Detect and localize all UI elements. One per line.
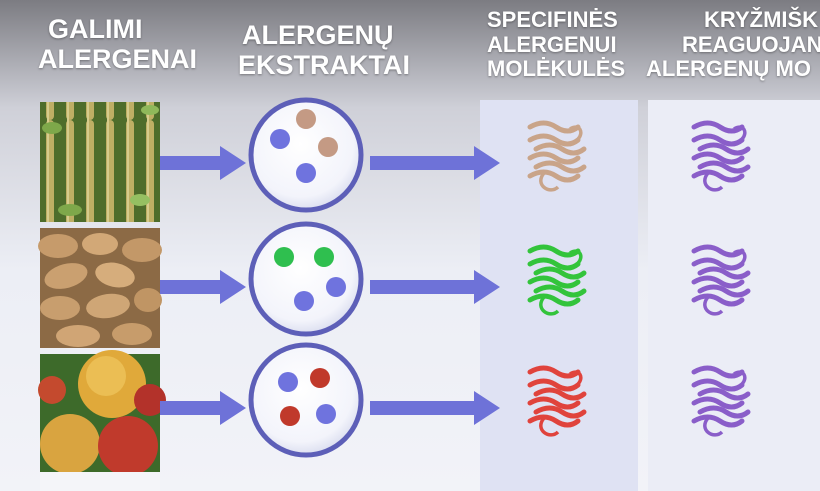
- header-specific-molecules: SPECIFINĖS ALERGENUI MOLĖKULĖS: [487, 7, 626, 82]
- allergen-molecule-dot: [294, 291, 314, 311]
- allergen-molecule-dot: [296, 163, 316, 183]
- cross-reactive-band: [648, 100, 820, 491]
- allergen-molecule-dot: [318, 137, 338, 157]
- header-line: ALERGENŲ: [242, 20, 394, 50]
- birch-catkins-image: [40, 102, 160, 222]
- allergen-molecule-dot: [280, 406, 300, 426]
- cross-reactive-protein-molecule: [694, 247, 748, 314]
- allergen-molecule-dot: [270, 129, 290, 149]
- header-line: GALIMI: [48, 14, 143, 44]
- allergen-molecule-dot: [296, 109, 316, 129]
- specific-protein-molecule: [530, 247, 584, 314]
- specific-protein-molecule: [530, 368, 584, 435]
- source-to-extract-arrow: [160, 270, 246, 304]
- header-line: ALERGENUI: [487, 31, 617, 57]
- allergen-molecule-dot: [274, 247, 294, 267]
- header-line: ALERGENŲ MO: [646, 56, 811, 82]
- source-to-extract-arrow: [160, 391, 246, 425]
- header-possible-allergens: GALIMI ALERGENAI: [38, 14, 197, 74]
- header-allergen-extracts: ALERGENŲ EKSTRAKTAI: [238, 20, 410, 80]
- apples-image: [38, 350, 166, 476]
- header-line: KRYŽMIŠK: [704, 7, 819, 32]
- allergen-molecule-dot: [326, 277, 346, 297]
- extract-to-molecule-arrow: [370, 146, 500, 180]
- header-line: MOLĖKULĖS: [487, 56, 626, 82]
- extract-circle: [248, 97, 364, 213]
- header-line: SPECIFINĖS: [487, 7, 618, 32]
- extract-circle: [248, 342, 364, 458]
- allergen-molecule-dot: [278, 372, 298, 392]
- header-line: EKSTRAKTAI: [238, 50, 410, 81]
- source-to-extract-arrow: [160, 146, 246, 180]
- header-line: ALERGENAI: [38, 44, 198, 75]
- specific-protein-molecule: [530, 123, 584, 190]
- cross-reactive-protein-molecule: [694, 368, 748, 435]
- header-line: REAGUOJAN: [682, 31, 820, 57]
- allergen-molecule-dot: [316, 404, 336, 424]
- extract-to-molecule-arrow: [370, 391, 500, 425]
- header-cross-reactive: KRYŽMIŠK REAGUOJAN ALERGENŲ MO: [646, 7, 820, 82]
- specific-molecules-band: [480, 100, 638, 491]
- allergen-molecule-dot: [310, 368, 330, 388]
- allergen-molecule-dot: [314, 247, 334, 267]
- extract-to-molecule-arrow: [370, 270, 500, 304]
- peanuts-image: [38, 228, 162, 348]
- cross-reactive-protein-molecule: [694, 123, 748, 190]
- extract-circle: [248, 221, 364, 337]
